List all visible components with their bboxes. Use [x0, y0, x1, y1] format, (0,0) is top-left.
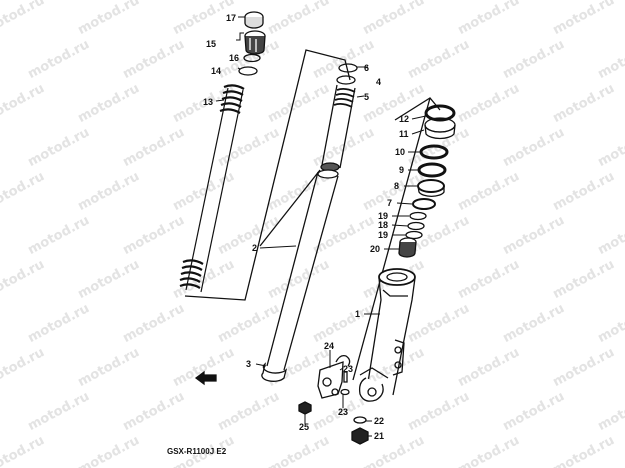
front-direction-arrow-icon — [194, 370, 217, 386]
callout-2: 2 — [252, 243, 257, 253]
nut-part — [340, 388, 350, 396]
top-bolt-part — [244, 30, 266, 55]
callout-24: 24 — [324, 341, 334, 351]
axle-holder-part — [317, 354, 351, 399]
cap-bolt-part — [244, 11, 264, 29]
callout-15: 15 — [206, 39, 216, 49]
callout-4: 4 — [376, 77, 381, 87]
bottom-bolt-part — [351, 427, 369, 445]
inner-fork-tube-part — [261, 169, 339, 382]
callout-13: 13 — [203, 97, 213, 107]
diagram-code: GSX-R1100J E2 — [167, 447, 227, 456]
callout-10: 10 — [395, 147, 405, 157]
callout-7: 7 — [387, 198, 392, 208]
callout-9: 9 — [399, 165, 404, 175]
fork-spring-part — [179, 84, 245, 293]
callout-6: 6 — [364, 63, 369, 73]
callout-3: 3 — [246, 359, 251, 369]
callout-16: 16 — [229, 53, 239, 63]
oil-seal-stack — [405, 104, 456, 240]
callout-21: 21 — [374, 431, 384, 441]
callout-12: 12 — [399, 114, 409, 124]
callout-20: 20 — [370, 244, 380, 254]
callout-23-upper: 23 — [343, 364, 353, 374]
callout-23-lower: 23 — [338, 407, 348, 417]
assembly-outline-left — [184, 49, 351, 301]
inner-tube-upper-part — [320, 84, 356, 172]
callout-1: 1 — [355, 309, 360, 319]
o-ring-part — [243, 53, 261, 63]
callout-11: 11 — [399, 129, 409, 139]
callout-18: 18 — [378, 220, 388, 230]
callout-22: 22 — [374, 416, 384, 426]
callout-19-lower: 19 — [378, 230, 388, 240]
drain-bolt-part — [298, 401, 312, 415]
callout-5: 5 — [364, 92, 369, 102]
callout-17: 17 — [226, 13, 236, 23]
gasket-part — [353, 416, 367, 424]
outer-fork-tube-part — [358, 268, 416, 402]
callout-25: 25 — [299, 422, 309, 432]
callout-8: 8 — [394, 181, 399, 191]
stud-bolt-part — [343, 371, 348, 383]
assembly-outline-diag — [352, 97, 431, 381]
damper-lock-piece-part — [398, 237, 417, 258]
slide-bushing-part — [338, 63, 358, 73]
callout-14: 14 — [211, 66, 221, 76]
spacer-part — [336, 75, 356, 85]
washer-part — [238, 66, 258, 76]
callout-19-upper: 19 — [378, 211, 388, 221]
assembly-outline-diag2 — [259, 169, 321, 247]
